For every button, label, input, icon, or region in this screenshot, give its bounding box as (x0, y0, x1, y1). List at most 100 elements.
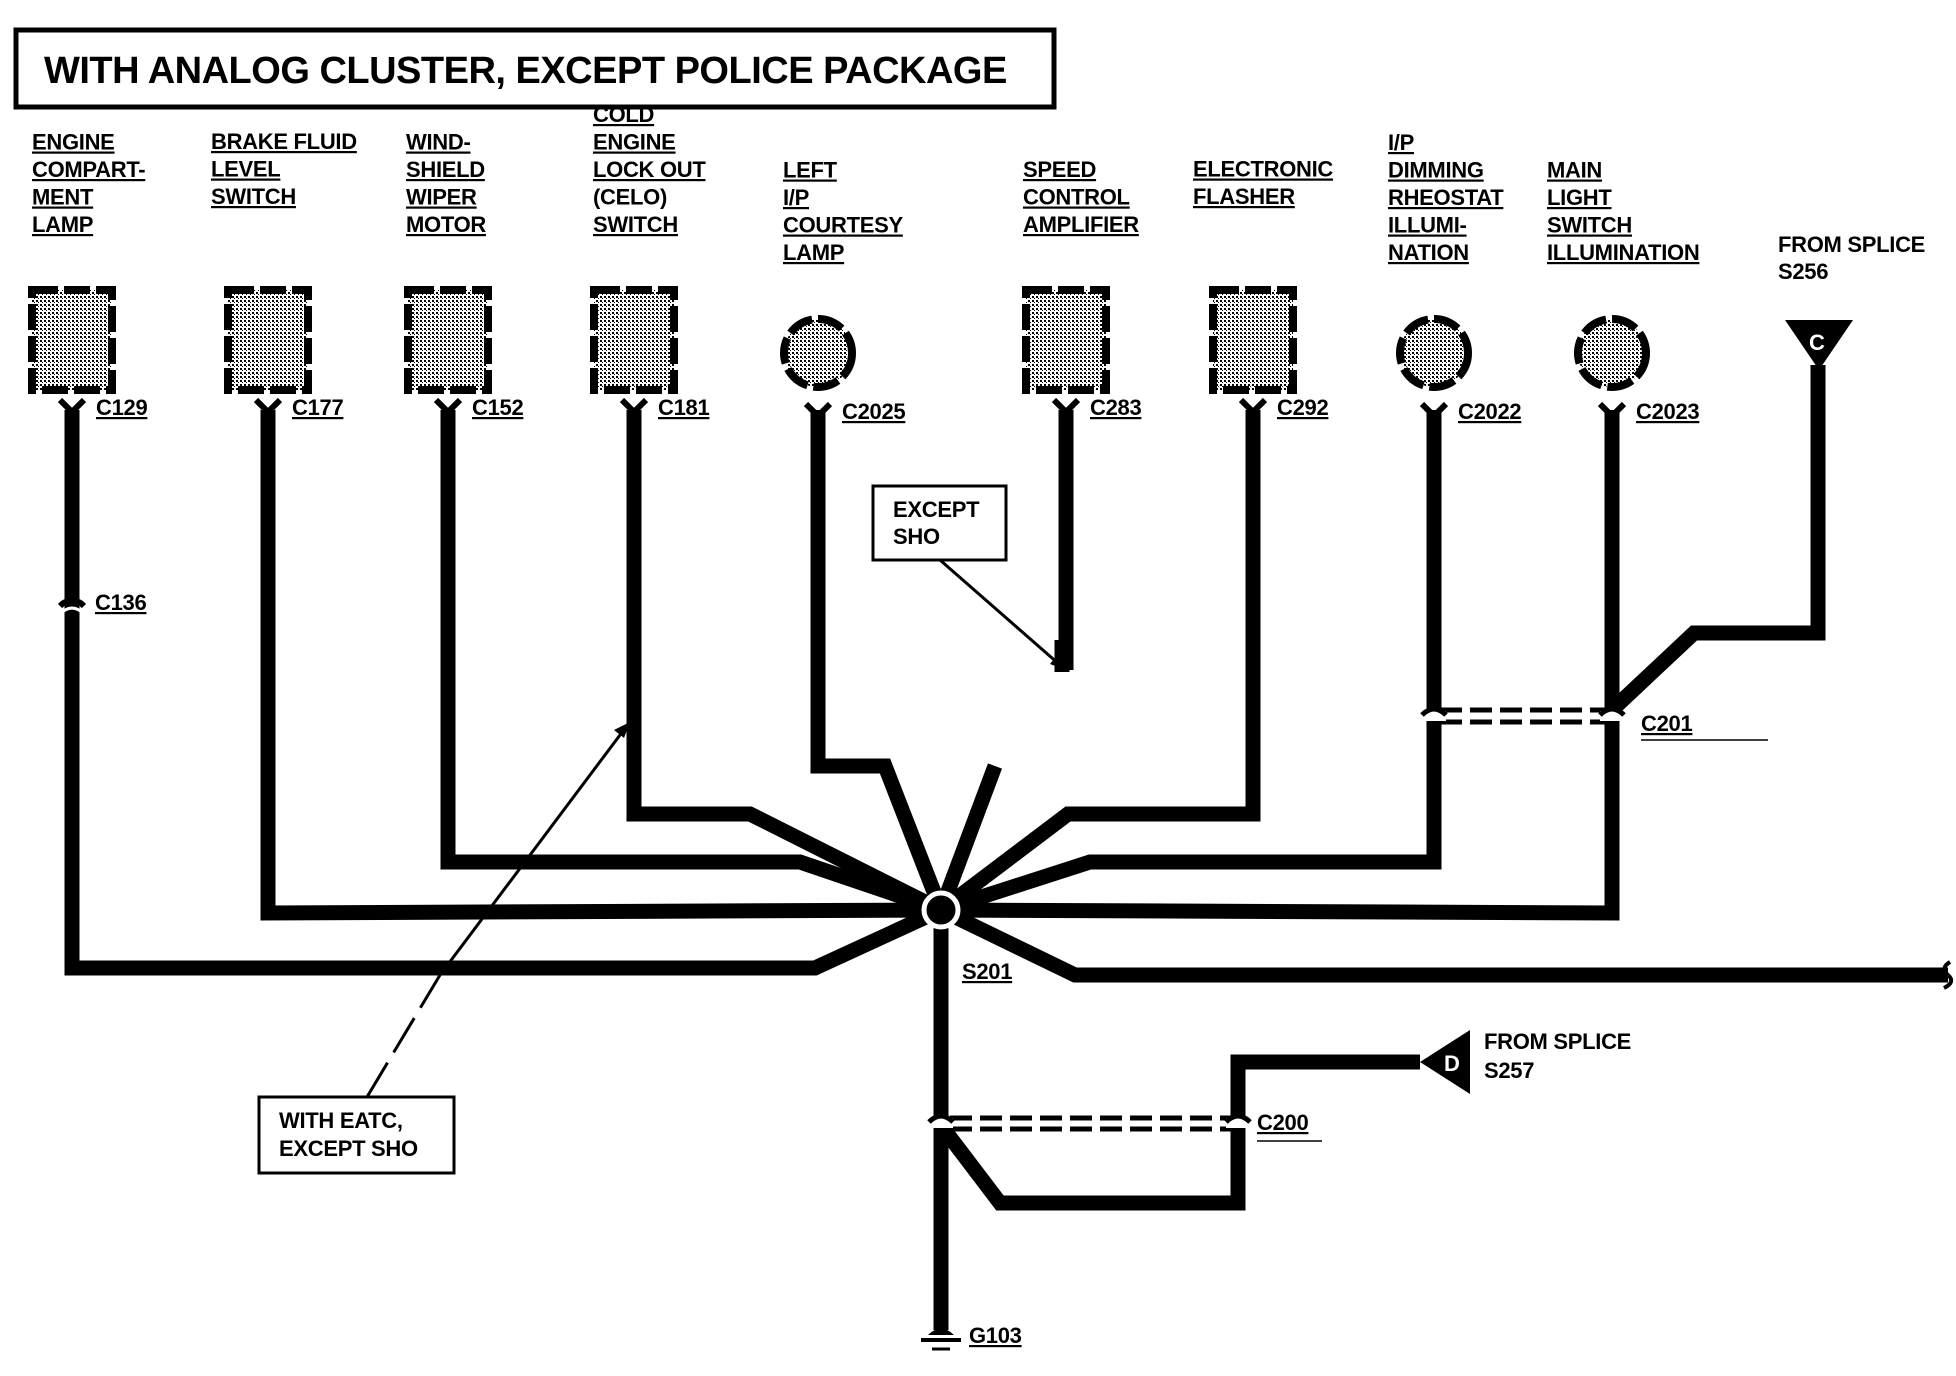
component-c177-label-line: LEVEL (211, 157, 280, 182)
title-box: WITH ANALOG CLUSTER, EXCEPT POLICE PACKA… (13, 27, 1057, 110)
component-c181-label-line: (CELO) (593, 185, 667, 210)
component-c283-label-line: CONTROL (1023, 185, 1130, 210)
component-c2023-label-line: LIGHT (1547, 185, 1612, 210)
ground-icon (928, 1328, 954, 1335)
component-c152-label-line: MOTOR (406, 212, 486, 237)
wire-c292 (936, 410, 1261, 916)
connector-c129-label: C129 (96, 395, 147, 420)
component-c2022-label-line: RHEOSTAT (1388, 185, 1504, 210)
wire-c2023 (940, 410, 1620, 921)
from-splice-s257-line1: FROM SPLICE (1484, 1029, 1631, 1054)
wire-c152 (440, 410, 944, 918)
component-c181-label-line: COLD (593, 102, 654, 127)
connector-c136-label: C136 (95, 590, 146, 615)
callout-with-eatc-line1: WITH EATC, (279, 1108, 403, 1133)
wire-c177 (260, 410, 942, 921)
connector-c181-label: C181 (658, 395, 709, 420)
wire-c2022 (938, 410, 1442, 918)
wire-c283-lower (933, 763, 1003, 913)
wire-right-exit (937, 903, 1948, 983)
component-c177-label-line: SWITCH (211, 184, 296, 209)
ground-g103-label: G103 (969, 1323, 1022, 1348)
connector-c152-label: C152 (472, 395, 523, 420)
component-c152-label-line: WIND- (406, 130, 470, 155)
wire-break-icon (1942, 960, 1954, 990)
from-splice-s256-line2: S256 (1778, 259, 1828, 284)
splice-s201-label: S201 (962, 959, 1012, 984)
component-box-icon (590, 286, 678, 394)
callout-with-eatc-line2: EXCEPT SHO (279, 1136, 418, 1161)
component-c152-label-line: SHIELD (406, 157, 485, 182)
component-c2023-label-line: MAIN (1547, 158, 1602, 183)
wires (64, 365, 1948, 1330)
splice-c-letter: C (1809, 330, 1825, 355)
component-c129-label-line: ENGINE (32, 130, 115, 155)
connector-c2023-label: C2023 (1636, 399, 1699, 424)
splice-from-s257: D FROM SPLICE S257 (1420, 1029, 1631, 1094)
splice-d-triangle (1420, 1030, 1470, 1094)
connector-c200-label: C200 (1257, 1110, 1308, 1135)
component-c292-label-line: ELECTRONIC (1193, 157, 1333, 182)
connector-c2025-label: C2025 (842, 399, 905, 424)
component-c152-label-line: WIPER (406, 185, 477, 210)
splice-from-s256: C FROM SPLICE S256 (1778, 232, 1925, 370)
component-c2022-label-line: NATION (1388, 240, 1469, 265)
component-box-icon (224, 286, 312, 394)
component-c2025-label-line: LEFT (783, 158, 838, 183)
component-box-icon (1022, 286, 1110, 394)
callout-except-sho: EXCEPT SHO (871, 484, 1066, 670)
component-c129-label-line: LAMP (32, 212, 93, 237)
diagram-title: WITH ANALOG CLUSTER, EXCEPT POLICE PACKA… (44, 50, 1007, 92)
component-c2025-label-line: LAMP (783, 240, 844, 265)
component-box-icon (1209, 286, 1297, 394)
component-c2022-label-line: ILLUMI- (1388, 213, 1467, 238)
component-circle-icon (1574, 315, 1650, 391)
component-c181-label-line: LOCK OUT (593, 157, 706, 182)
component-c283-label-line: AMPLIFIER (1023, 212, 1139, 237)
wire-c2025 (810, 410, 948, 913)
component-c2025-label-line: I/P (783, 185, 809, 210)
connector-c292-label: C292 (1277, 395, 1328, 420)
component-c129-label-line: MENT (32, 185, 94, 210)
component-c292-label-line: FLASHER (1193, 184, 1295, 209)
component-c129-label-line: COMPART- (32, 157, 145, 182)
wire-from-s257 (1230, 1054, 1420, 1125)
splice-s201: S201 (921, 890, 1013, 984)
wire-c181 (626, 410, 945, 917)
wire-from-s256 (1606, 365, 1826, 716)
splice-d-letter: D (1444, 1051, 1460, 1076)
from-splice-s256-line1: FROM SPLICE (1778, 232, 1925, 257)
connector-c2022-label: C2022 (1458, 399, 1521, 424)
callout-with-eatc: WITH EATC, EXCEPT SHO (257, 722, 630, 1175)
from-splice-s257-line2: S257 (1484, 1058, 1534, 1083)
component-c2023-label-line: ILLUMINATION (1547, 240, 1699, 265)
component-c2022-label-line: DIMMING (1388, 158, 1484, 183)
component-box-icon (404, 286, 492, 394)
component-circle-icon (780, 315, 856, 391)
connector-c200: C200 (927, 1110, 1322, 1142)
component-c177-label-line: BRAKE FLUID (211, 129, 357, 154)
component-c2023-label-line: SWITCH (1547, 213, 1632, 238)
connector-c201: C201 (1420, 706, 1768, 741)
component-box-icon (28, 286, 116, 394)
component-c2022-label-line: I/P (1388, 130, 1414, 155)
callout-except-sho-line2: SHO (893, 524, 940, 549)
callout-except-sho-line1: EXCEPT (893, 497, 980, 522)
component-circle-icon (1396, 315, 1472, 391)
component-c181-label-line: ENGINE (593, 130, 676, 155)
connector-c283-label: C283 (1090, 395, 1141, 420)
component-c283-label-line: SPEED (1023, 157, 1096, 182)
connector-c201-label: C201 (1641, 711, 1692, 736)
connector-c136: C136 (57, 590, 147, 616)
